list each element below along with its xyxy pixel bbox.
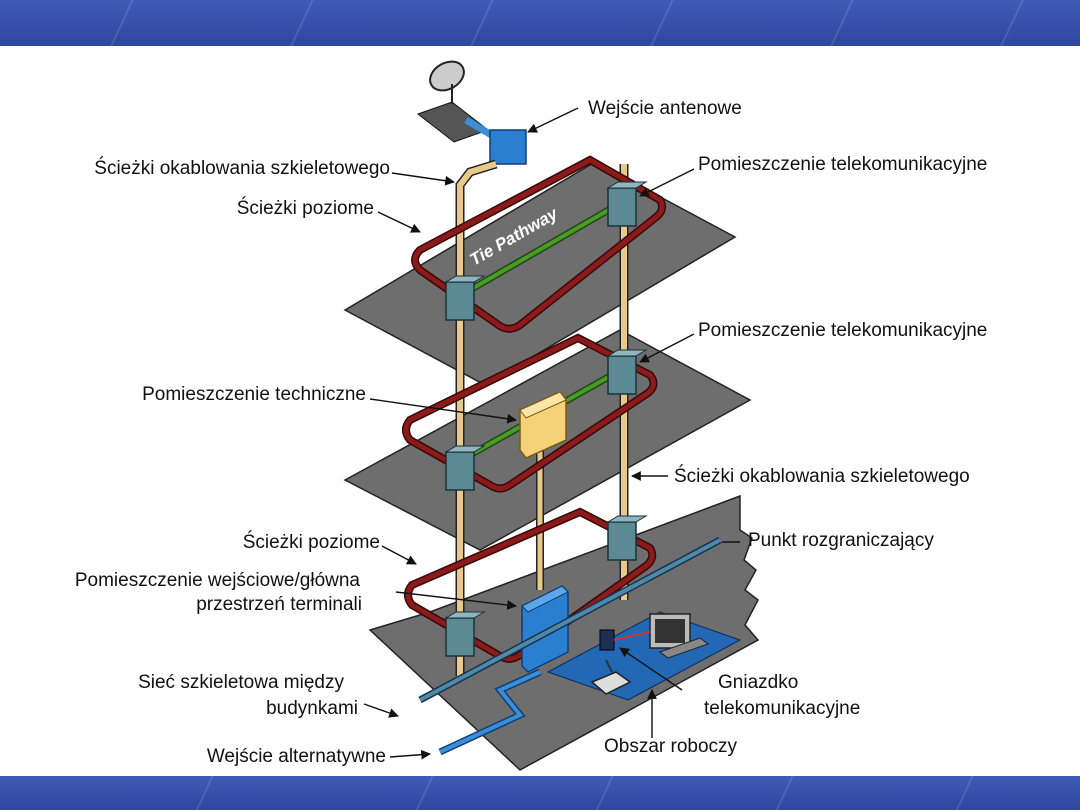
top-band bbox=[0, 0, 1080, 46]
antenna-icon bbox=[416, 60, 502, 144]
campus-backbone-conduit bbox=[418, 536, 722, 704]
horizontal-pathway-top bbox=[411, 155, 667, 333]
label-backbone-paths-right: Ścieżki okablowania szkieletowego bbox=[674, 465, 970, 487]
label-entrance-room-line2: przestrzeń terminali bbox=[196, 594, 362, 615]
antenna-entrance-box bbox=[489, 129, 527, 165]
backbone-riser-left bbox=[455, 159, 498, 676]
closet-bot-left bbox=[444, 611, 486, 657]
equipment-room-box bbox=[519, 391, 567, 459]
horizontal-pathway-middle bbox=[402, 333, 658, 493]
label-alternate-entrance: Wejście alternatywne bbox=[207, 746, 386, 767]
label-telecom-room-top: Pomieszczenie telekomunikacyjne bbox=[698, 154, 987, 175]
closet-bot-right bbox=[606, 515, 648, 561]
label-entrance-room-line1: Pomieszczenie wejściowe/główna bbox=[75, 570, 361, 591]
entrance-room-box bbox=[521, 585, 569, 673]
horizontal-pathway-bottom bbox=[404, 507, 657, 663]
closet-top-left bbox=[444, 275, 486, 321]
label-telecom-outlet-line1: Gniazdko bbox=[718, 672, 798, 693]
label-horizontal-paths-bottom: Ścieżki poziome bbox=[243, 531, 380, 553]
phone-icon bbox=[590, 659, 632, 695]
label-telecom-outlet-line2: telekomunikacyjne bbox=[704, 698, 860, 719]
telecom-outlet-icon bbox=[599, 629, 651, 651]
label-demarcation-point: Punkt rozgraniczający bbox=[748, 530, 934, 551]
label-campus-backbone-line2: budynkami bbox=[266, 698, 358, 719]
closet-mid-left bbox=[444, 445, 486, 491]
label-horizontal-paths-top: Ścieżki poziome bbox=[237, 197, 374, 219]
alternate-entrance-conduit bbox=[438, 668, 542, 756]
telecom-closets bbox=[444, 181, 648, 657]
label-equipment-room: Pomieszczenie techniczne bbox=[142, 384, 366, 405]
leader-lines bbox=[363, 107, 740, 760]
bottom-band bbox=[0, 776, 1080, 810]
label-antenna-entrance: Wejście antenowe bbox=[588, 98, 742, 119]
closet-mid-right bbox=[606, 349, 648, 395]
label-backbone-paths-top: Ścieżki okablowania szkieletowego bbox=[94, 157, 390, 179]
label-telecom-room-mid: Pomieszczenie telekomunikacyjne bbox=[698, 320, 987, 341]
closet-top-right bbox=[606, 181, 648, 227]
computer-icon bbox=[649, 613, 710, 659]
label-work-area: Obszar roboczy bbox=[604, 736, 738, 757]
tie-pathway-top bbox=[468, 204, 614, 294]
label-campus-backbone-line1: Sieć szkieletowa między bbox=[138, 672, 344, 693]
floor-top bbox=[343, 161, 737, 386]
